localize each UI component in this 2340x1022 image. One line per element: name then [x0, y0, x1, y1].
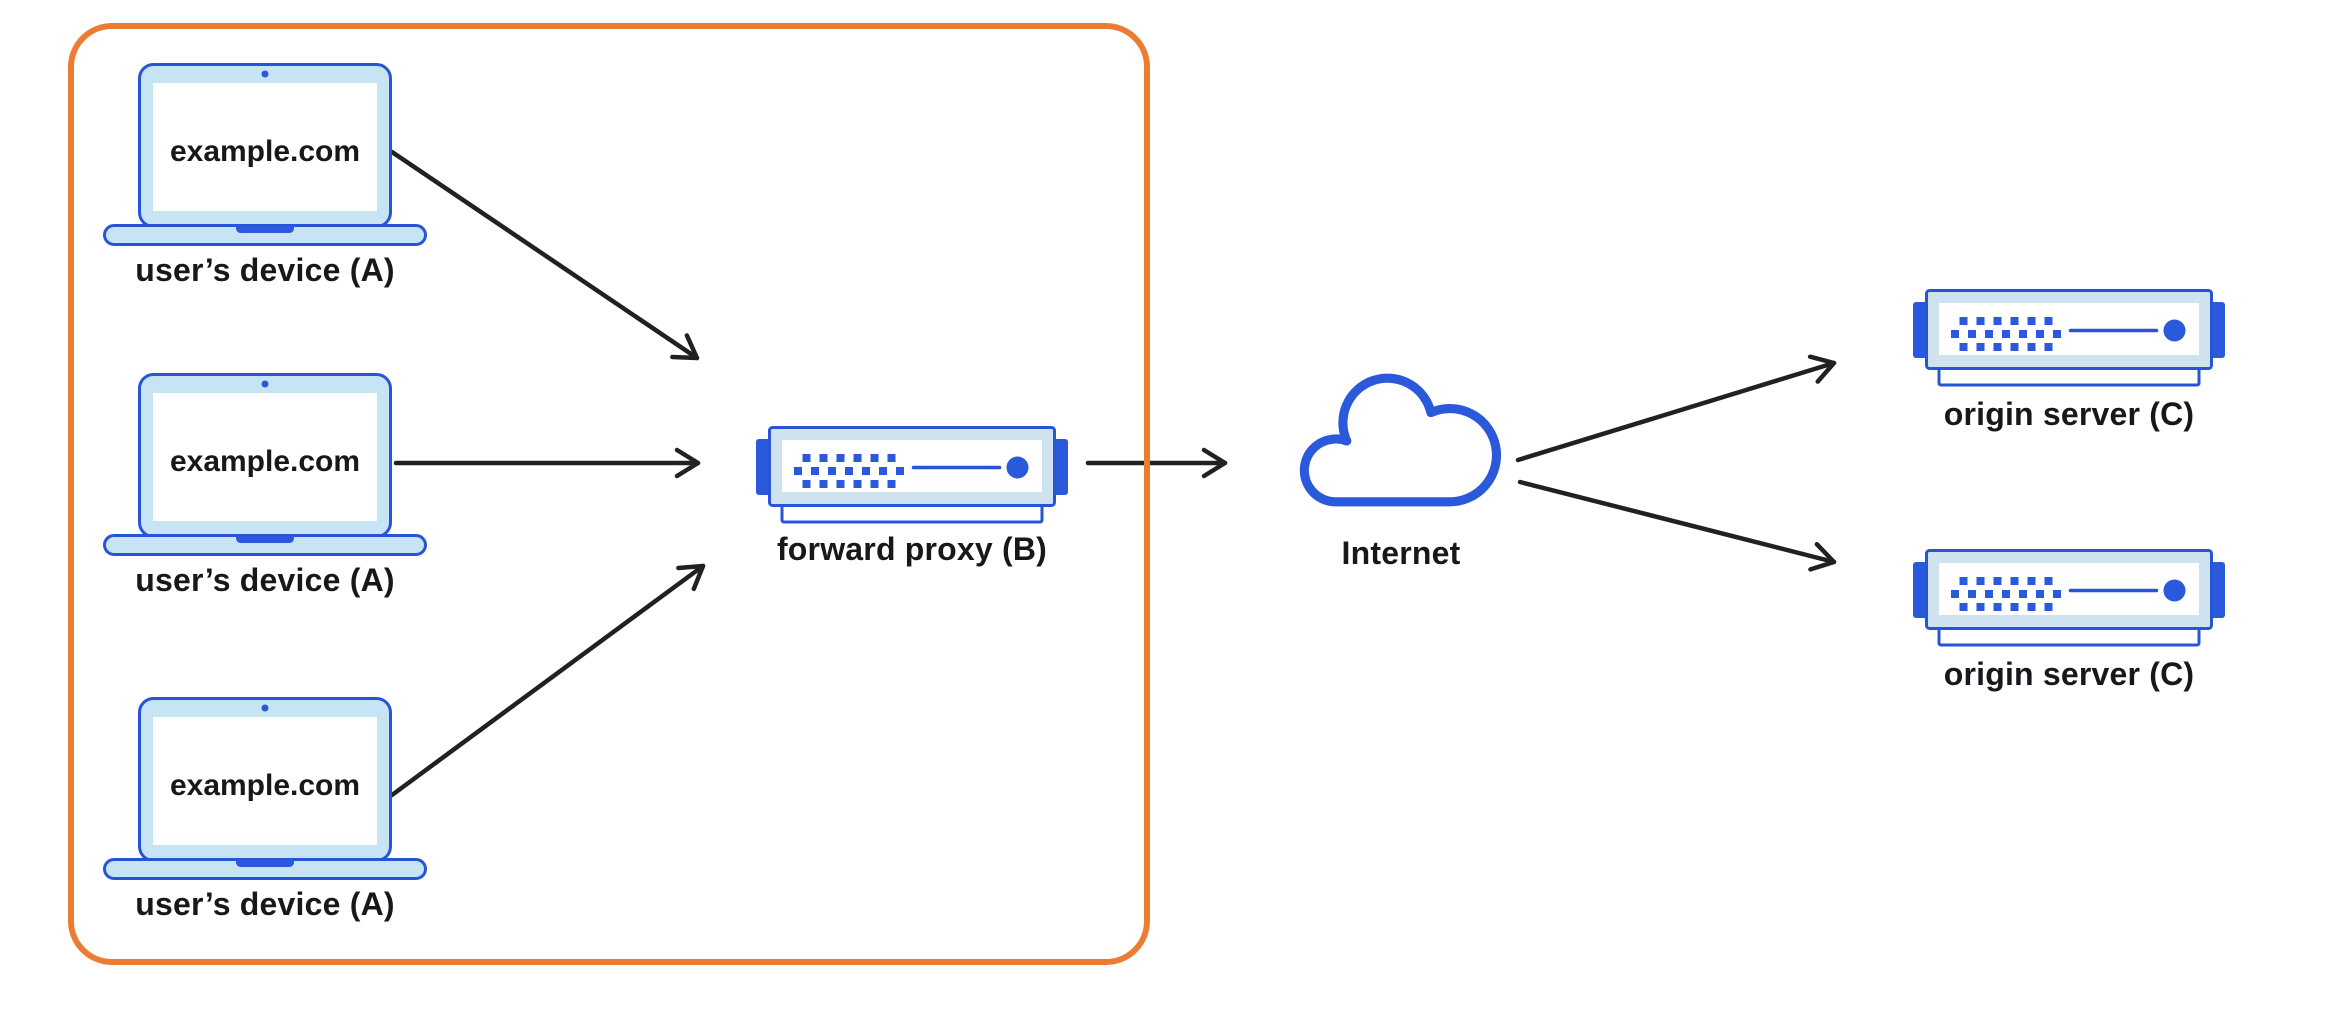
internet-node: Internet: [1285, 366, 1517, 586]
client-label: user’s device (A): [135, 562, 395, 598]
proxy-label: forward proxy (B): [776, 531, 1048, 567]
origin-node-1: origin server (C): [1913, 289, 2225, 449]
client-node-1: example.com user’s device (A): [103, 63, 427, 363]
client-node-3: example.com user’s device (A): [103, 697, 427, 997]
client-label: user’s device (A): [135, 886, 395, 922]
client-node-2: example.com user’s device (A): [103, 373, 427, 673]
origin-label: origin server (C): [1943, 396, 2195, 432]
proxy-server-icon: [756, 426, 1068, 526]
internet-label: Internet: [1341, 535, 1461, 571]
proxy-node: forward proxy (B): [756, 426, 1068, 586]
client-label: user’s device (A): [135, 252, 395, 288]
proxy-zone-boundary: [68, 23, 1150, 965]
origin-server-icon: [1913, 289, 2225, 389]
arrow-internet-to-origin2: [1517, 479, 1837, 572]
client-screen-url: example.com: [169, 769, 361, 802]
client-screen-url: example.com: [169, 135, 361, 168]
origin-label: origin server (C): [1943, 656, 2195, 692]
cloud-icon: [1285, 366, 1517, 518]
arrow-internet-to-origin1: [1515, 354, 1837, 463]
origin-node-2: origin server (C): [1913, 549, 2225, 709]
client-screen-url: example.com: [169, 445, 361, 478]
origin-server-icon: [1913, 549, 2225, 649]
